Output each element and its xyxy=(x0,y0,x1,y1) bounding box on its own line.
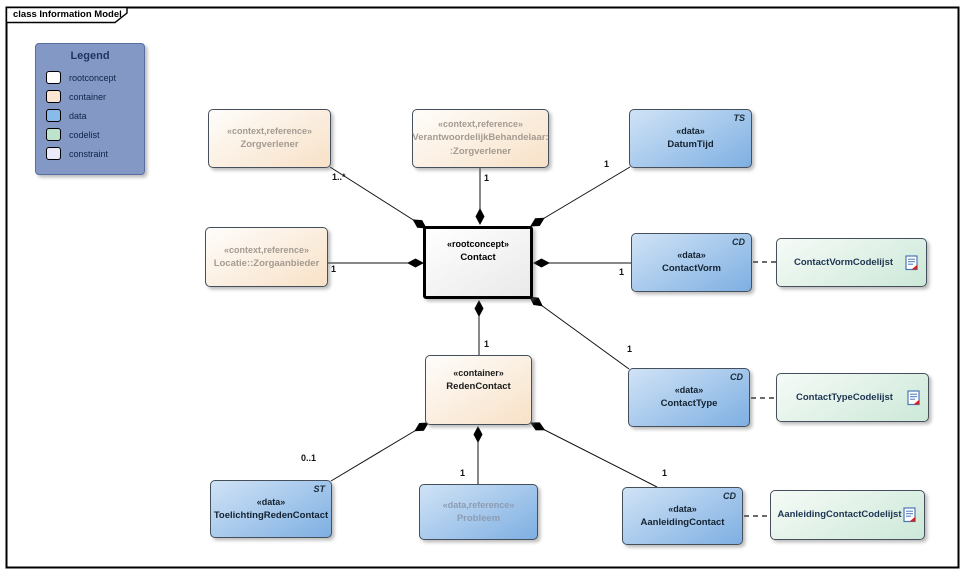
multiplicity-label: 1 xyxy=(484,339,490,349)
edge-zorgverlener-contact[interactable] xyxy=(329,166,427,229)
node-verantwoordelijkbehandelaar[interactable]: «context,reference» VerantwoordelijkBeha… xyxy=(412,109,549,168)
data-swatch xyxy=(46,109,61,122)
multiplicity-label: 1 xyxy=(604,159,610,169)
node-contact[interactable]: «rootconcept» Contact xyxy=(423,226,533,299)
multiplicity-label: 1 xyxy=(627,344,633,354)
diagram-frame-border xyxy=(5,6,960,569)
node-contacttypecodelijst[interactable]: ContactTypeCodelijst xyxy=(776,373,929,422)
multiplicity-label: 1 xyxy=(484,173,490,183)
type-tag: CD xyxy=(723,491,736,501)
legend: Legend rootconcept container data codeli… xyxy=(35,43,145,175)
type-tag: CD xyxy=(730,372,743,382)
legend-item-codelist: codelist xyxy=(46,125,144,144)
multiplicity-label: 1 xyxy=(331,264,337,274)
document-icon xyxy=(907,389,920,405)
multiplicity-label: 1 xyxy=(460,468,466,478)
document-icon xyxy=(903,507,916,523)
multiplicity-label: 1 xyxy=(619,267,625,277)
container-swatch xyxy=(46,90,61,103)
node-datumtijd[interactable]: TS «data» DatumTijd xyxy=(629,109,752,168)
node-contacttype[interactable]: CD «data» ContactType xyxy=(628,368,750,427)
node-locatie-zorgaanbieder[interactable]: «context,reference» Locatie::Zorgaanbied… xyxy=(205,227,328,287)
node-aanleidingcontact[interactable]: CD «data» AanleidingContact xyxy=(622,487,743,545)
diagram-frame-tab xyxy=(5,6,128,24)
node-redencontact[interactable]: «container» RedenContact xyxy=(425,355,532,425)
type-tag: CD xyxy=(732,237,745,247)
multiplicity-label: 1..* xyxy=(332,172,346,182)
diagram-title: class Information Model xyxy=(13,9,122,20)
codelist-swatch xyxy=(46,128,61,141)
legend-item-container: container xyxy=(46,87,144,106)
node-zorgverlener[interactable]: «context,reference» Zorgverlener xyxy=(208,109,331,168)
node-toelichtingredencontact[interactable]: ST «data» ToelichtingRedenContact xyxy=(210,480,332,538)
legend-item-constraint: constraint xyxy=(46,144,144,163)
type-tag: TS xyxy=(733,113,745,123)
type-tag: ST xyxy=(313,484,325,494)
node-aanleidingcontactcodelijst[interactable]: AanleidingContactCodelijst xyxy=(770,490,925,540)
node-probleem[interactable]: «data,reference» Probleem xyxy=(419,484,538,540)
constraint-swatch xyxy=(46,147,61,160)
multiplicity-label: 0..1 xyxy=(301,453,317,463)
rootconcept-swatch xyxy=(46,71,61,84)
edge-toelichting-redencontact[interactable] xyxy=(330,422,429,482)
edge-datumtijd-contact[interactable] xyxy=(530,166,631,227)
edge-aanleiding-redencontact[interactable] xyxy=(530,422,658,488)
node-contactvorm[interactable]: CD «data» ContactVorm xyxy=(631,233,752,292)
document-icon xyxy=(905,254,918,270)
legend-item-data: data xyxy=(46,106,144,125)
edge-contacttype-contact[interactable] xyxy=(529,296,630,370)
node-contactvormcodelijst[interactable]: ContactVormCodelijst xyxy=(776,238,927,287)
legend-item-rootconcept: rootconcept xyxy=(46,68,144,87)
legend-title: Legend xyxy=(70,50,110,62)
multiplicity-label: 1 xyxy=(662,468,668,478)
